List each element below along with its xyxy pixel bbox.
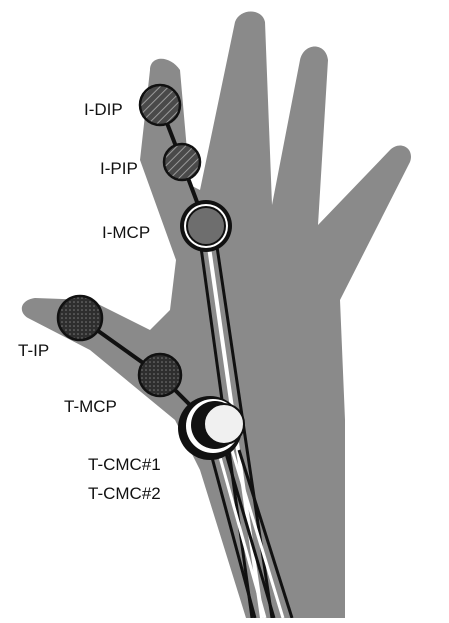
label-i-mcp: I-MCP [102,223,150,242]
label-t-cmc1: T-CMC#1 [88,455,161,474]
i-dip-joint-marker [140,85,180,125]
i-pip-joint-marker [164,144,200,180]
label-t-mcp: T-MCP [64,397,117,416]
t-ip-joint-marker [58,296,102,340]
label-t-cmc2: T-CMC#2 [88,484,161,503]
label-i-pip: I-PIP [100,159,138,178]
label-t-ip: T-IP [18,341,49,360]
t-mcp-joint-marker [139,354,181,396]
label-i-dip: I-DIP [84,100,123,119]
i-mcp-joint-marker [180,200,232,252]
